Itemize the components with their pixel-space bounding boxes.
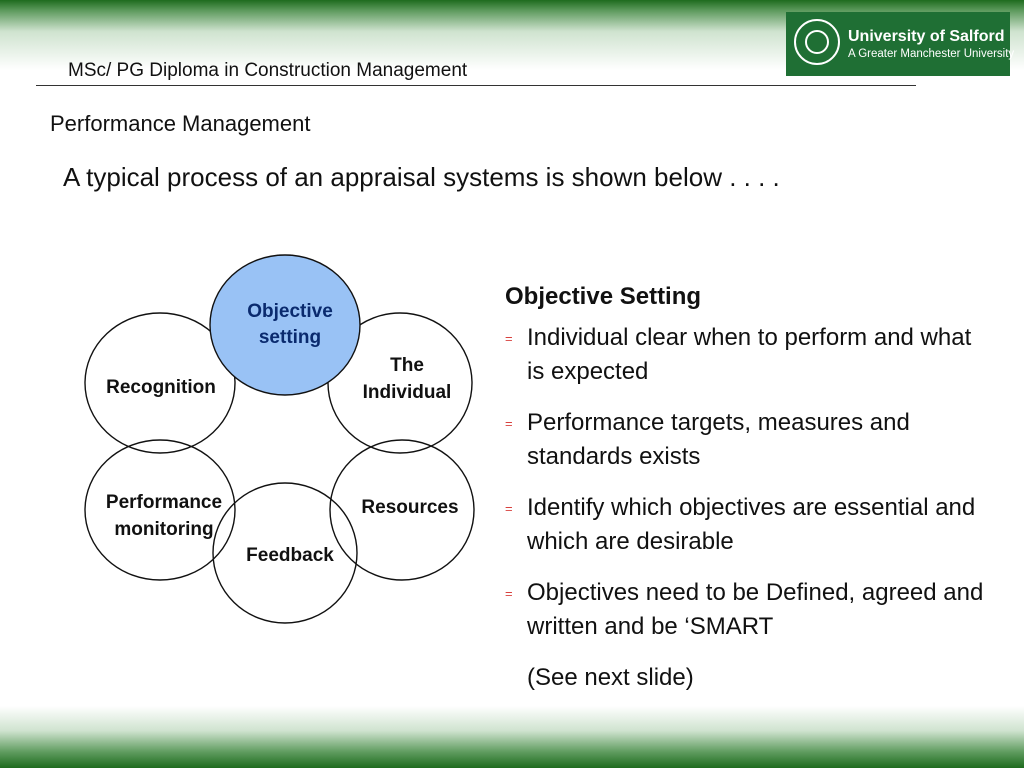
cycle-label-resources: Resources	[361, 497, 458, 518]
bullet-marker-icon: =	[505, 331, 513, 346]
cycle-circle-resources	[329, 439, 475, 581]
panel-heading: Objective Setting	[505, 283, 702, 310]
bullet-text: Objectives need to be Defined, agreed an…	[527, 579, 984, 640]
header-divider	[36, 85, 916, 86]
bullet-text: Identify which objectives are essential …	[527, 494, 976, 555]
section-title: Performance Management	[50, 111, 311, 136]
bullet-list: = Individual clear when to perform and wh…	[505, 321, 995, 644]
intro-text: A typical process of an appraisal system…	[63, 162, 780, 192]
cycle-label-recognition: Recognition	[106, 377, 216, 398]
logo-name: University of Salford	[848, 28, 1005, 45]
cycle-circle-objective	[209, 254, 361, 396]
objective-setting-panel: Objective Setting = Individual clear when…	[505, 283, 995, 695]
logo-tagline: A Greater Manchester University	[848, 48, 1015, 60]
cycle-label-monitoring: Performance	[106, 492, 222, 513]
cycle-label-objective: Objective	[247, 301, 333, 322]
bullet-item: = Individual clear when to perform and wh…	[505, 321, 995, 389]
bullet-text: Individual clear when to perform and wha…	[527, 324, 972, 385]
course-title: MSc/ PG Diploma in Construction Manageme…	[68, 60, 468, 81]
cycle-circle-recognition	[84, 312, 236, 454]
cycle-label-individual: The	[390, 355, 424, 376]
cycle-label-individual: Individual	[363, 382, 452, 403]
cycle-circle-feedback	[212, 482, 358, 624]
cycle-label-feedback: Feedback	[246, 545, 334, 566]
bullet-item: = Performance targets, measures and stand…	[505, 406, 995, 474]
bullet-text: Performance targets, measures and standa…	[527, 409, 910, 470]
bullet-marker-icon: =	[505, 586, 513, 601]
footer-band	[0, 706, 1024, 768]
see-next-slide-note: (See next slide)	[527, 664, 694, 691]
bullet-item: = Identify which objectives are essential…	[505, 491, 995, 559]
cycle-label-objective: setting	[259, 327, 321, 348]
university-seal-icon	[794, 19, 840, 65]
bullet-marker-icon: =	[505, 416, 513, 431]
university-logo: University of Salford A Greater Manchest…	[786, 12, 1014, 76]
cycle-circle-monitoring	[84, 439, 236, 581]
bullet-item: = Objectives need to be Defined, agreed a…	[505, 576, 995, 644]
cycle-label-monitoring: monitoring	[114, 519, 213, 540]
bullet-marker-icon: =	[505, 501, 513, 516]
